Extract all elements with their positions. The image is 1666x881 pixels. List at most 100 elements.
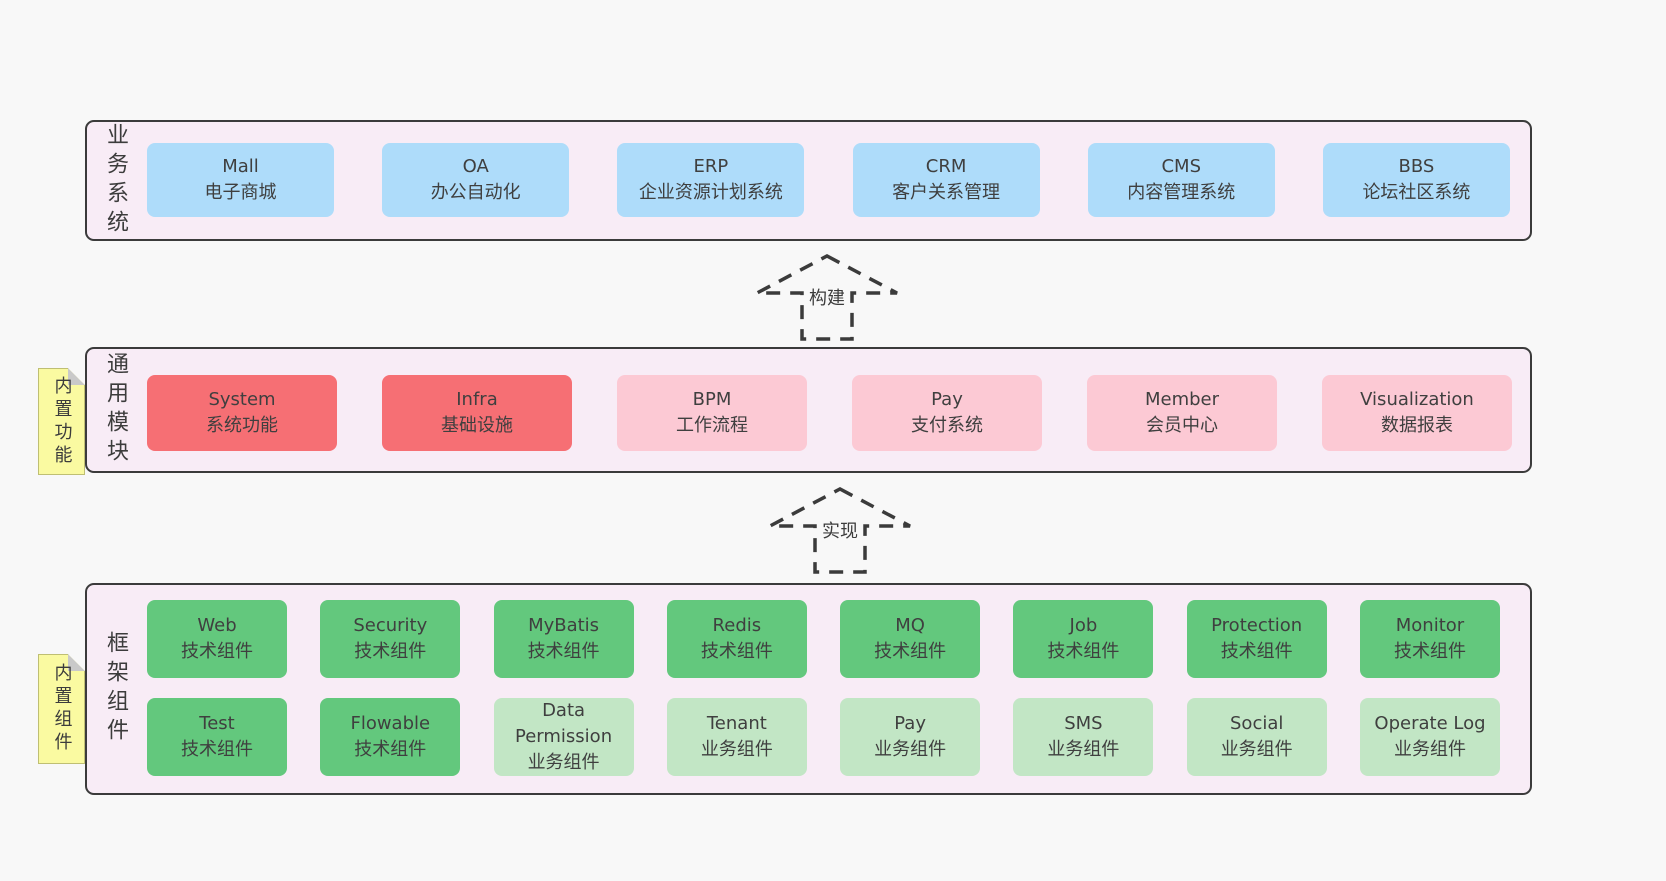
build-arrow: 构建 xyxy=(752,253,902,343)
box-title: Visualization xyxy=(1360,389,1474,410)
box-title: MQ xyxy=(895,615,925,636)
diagram-box-tenant: Tenant 业务组件 xyxy=(666,698,807,776)
box-subtitle: 办公自动化 xyxy=(430,182,521,203)
diagram-box-test: Test 技术组件 xyxy=(147,698,287,776)
box-title: Web xyxy=(197,615,237,636)
box-subtitle: 数据报表 xyxy=(1381,415,1453,436)
box-title: Protection xyxy=(1211,615,1303,636)
box-title: Job xyxy=(1069,615,1098,636)
diagram-box-monitor: Monitor 技术组件 xyxy=(1359,600,1500,678)
build-arrow-label: 构建 xyxy=(808,284,846,310)
box-subtitle: 技术组件 xyxy=(527,641,600,662)
box-title: Data Permission xyxy=(515,700,613,747)
diagram-box-mall: Mall 电子商城 xyxy=(147,143,334,217)
box-title: Pay xyxy=(894,713,926,734)
box-title: SMS xyxy=(1064,713,1103,734)
box-subtitle: 论坛社区系统 xyxy=(1362,182,1471,203)
layer-label-common-modules: 通用模块 xyxy=(103,352,128,468)
box-title: Tenant xyxy=(706,713,767,734)
sticky-note-built-in-components: 内置组件 xyxy=(38,654,85,764)
diagram-box-infra: Infra 基础设施 xyxy=(382,375,572,451)
box-subtitle: 业务组件 xyxy=(527,752,600,773)
box-subtitle: 工作流程 xyxy=(676,415,748,436)
diagram-box-job: Job 技术组件 xyxy=(1013,600,1154,678)
diagram-box-sms: SMS 业务组件 xyxy=(1013,698,1154,776)
box-title: OA xyxy=(462,156,489,177)
box-subtitle: 技术组件 xyxy=(874,641,947,662)
diagram-box-operate-log: Operate Log 业务组件 xyxy=(1359,698,1500,776)
box-title: Monitor xyxy=(1395,615,1465,636)
diagram-box-mybatis: MyBatis 技术组件 xyxy=(493,600,634,678)
diagram-box-social: Social 业务组件 xyxy=(1186,698,1327,776)
diagram-box-protection: Protection 技术组件 xyxy=(1186,600,1327,678)
diagram-box-cms: CMS 内容管理系统 xyxy=(1087,143,1275,217)
diagram-box-erp: ERP 企业资源计划系统 xyxy=(617,143,805,217)
box-subtitle: 技术组件 xyxy=(1047,641,1120,662)
box-subtitle: 内容管理系统 xyxy=(1127,182,1236,203)
box-title: CMS xyxy=(1161,156,1202,177)
sticky-note-built-in-features: 内置功能 xyxy=(38,368,85,475)
box-title: Social xyxy=(1230,713,1284,734)
box-title: Test xyxy=(199,713,235,734)
sticky-note-label: 内置组件 xyxy=(51,663,73,755)
box-title: CRM xyxy=(925,156,967,177)
box-subtitle: 业务组件 xyxy=(1393,739,1466,760)
box-title: Security xyxy=(353,615,428,636)
box-subtitle: 技术组件 xyxy=(354,641,427,662)
box-subtitle: 技术组件 xyxy=(181,739,253,760)
sticky-note-label: 内置功能 xyxy=(51,375,73,468)
box-subtitle: 技术组件 xyxy=(1220,641,1293,662)
diagram-box-data-permission: Data Permission 业务组件 xyxy=(493,698,634,776)
box-subtitle: 技术组件 xyxy=(354,739,427,760)
dashed-up-arrow-icon xyxy=(756,254,898,341)
box-subtitle: 技术组件 xyxy=(1393,641,1466,662)
box-subtitle: 技术组件 xyxy=(700,641,773,662)
diagram-box-mq: MQ 技术组件 xyxy=(840,600,981,678)
diagram-box-oa: OA 办公自动化 xyxy=(382,143,570,217)
business-systems-row: Mall 电子商城 OA 办公自动化 ERP 企业资源计划系统 CRM 客户关系管理 CMS 内容… xyxy=(147,143,1510,217)
diagram-box-pay: Pay 业务组件 xyxy=(840,698,981,776)
layer-label-framework-components: 框架组件 xyxy=(103,631,128,747)
box-title: Operate Log xyxy=(1374,713,1486,734)
diagram-box-crm: CRM 客户关系管理 xyxy=(852,143,1040,217)
box-subtitle: 企业资源计划系统 xyxy=(638,182,783,203)
box-title: Member xyxy=(1144,389,1220,410)
box-subtitle: 系统功能 xyxy=(206,415,278,436)
box-subtitle: 业务组件 xyxy=(874,739,947,760)
diagram-box-security: Security 技术组件 xyxy=(320,600,461,678)
box-subtitle: 支付系统 xyxy=(911,415,983,436)
layer-label-business-systems: 业务系统 xyxy=(103,122,128,239)
diagram-box-member: Member 会员中心 xyxy=(1087,375,1277,451)
box-subtitle: 会员中心 xyxy=(1146,415,1218,436)
diagram-box-bbs: BBS 论坛社区系统 xyxy=(1322,143,1510,217)
implement-arrow-label: 实现 xyxy=(821,517,859,543)
box-title: Redis xyxy=(712,615,762,636)
dashed-up-arrow-icon xyxy=(769,487,911,574)
box-title: Flowable xyxy=(350,713,431,734)
box-title: MyBatis xyxy=(528,615,600,636)
diagram-box-pay: Pay 支付系统 xyxy=(852,375,1042,451)
box-title: Pay xyxy=(931,389,963,410)
layer-business-systems: 业务系统 Mall 电子商城 OA 办公自动化 ERP 企业资源计划系统 CRM 客户关系管理… xyxy=(85,120,1532,241)
diagram-box-system: System 系统功能 xyxy=(147,375,337,451)
box-title: System xyxy=(208,389,276,410)
box-title: BBS xyxy=(1398,156,1435,177)
box-subtitle: 业务组件 xyxy=(1220,739,1293,760)
box-title: Infra xyxy=(456,389,498,410)
box-subtitle: 客户关系管理 xyxy=(892,182,1001,203)
diagram-box-redis: Redis 技术组件 xyxy=(666,600,807,678)
box-subtitle: 电子商城 xyxy=(204,182,277,203)
box-title: ERP xyxy=(693,156,729,177)
box-subtitle: 业务组件 xyxy=(700,739,773,760)
diagram-box-flowable: Flowable 技术组件 xyxy=(320,698,461,776)
box-subtitle: 基础设施 xyxy=(441,415,513,436)
box-subtitle: 业务组件 xyxy=(1047,739,1120,760)
box-title: Mall xyxy=(222,156,259,177)
diagram-box-visualization: Visualization 数据报表 xyxy=(1322,375,1512,451)
